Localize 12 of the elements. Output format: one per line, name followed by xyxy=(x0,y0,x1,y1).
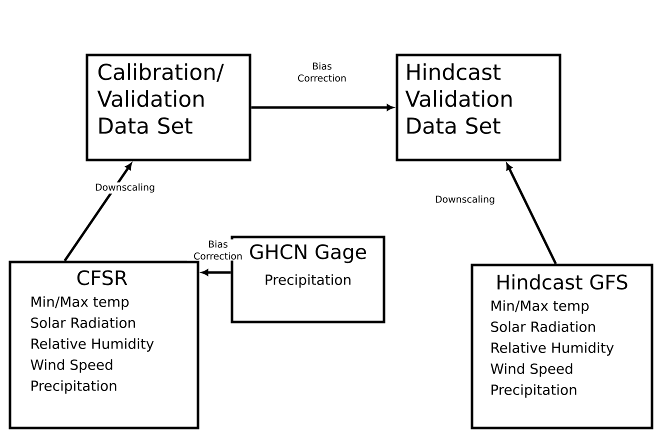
arrow xyxy=(202,269,231,276)
edge-label: Bias Correction xyxy=(187,239,249,261)
arrow xyxy=(64,162,132,262)
edge-label: Downscaling xyxy=(94,182,156,194)
edge-label: Bias Correction xyxy=(291,61,353,83)
process-box: Hindcast Validation Data Set xyxy=(396,54,562,162)
process-box: Hindcast GFS Min/Max temp Solar Radiation Relative Humidity Wind Speed Precipitation xyxy=(470,264,654,430)
edge-label: Downscaling xyxy=(434,194,496,206)
process-box: CFSR Min/Max temp Solar Radiation Relative Humidity Wind Speed Precipitation xyxy=(8,260,200,430)
process-box: Calibration/ Validation Data Set xyxy=(86,54,252,162)
arrow xyxy=(251,104,394,111)
arrow xyxy=(506,163,557,264)
